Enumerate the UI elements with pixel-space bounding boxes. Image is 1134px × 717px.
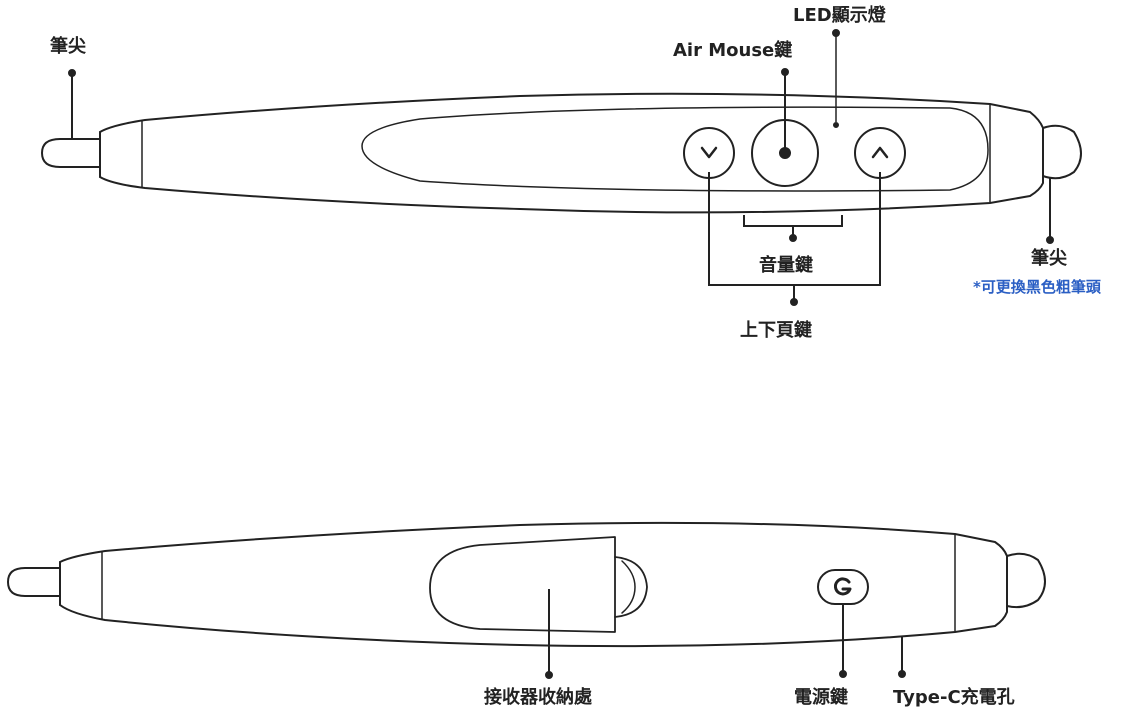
label-volume-keys: 音量鍵 [759,254,813,276]
label-led-light: LED顯示燈 [793,4,887,26]
top-leaders [68,29,1054,306]
label-tip-left-top: 筆尖 [50,35,86,57]
label-page-keys: 上下頁鍵 [740,319,812,341]
label-tip-note: *可更換黑色粗筆頭 [973,278,1102,296]
power-button[interactable] [817,569,869,605]
pen-bottom-view [7,521,1046,648]
air-mouse-dot-icon [779,147,791,159]
chevron-down-icon [700,146,718,159]
right-cap-bottom [1006,552,1046,609]
page-down-button[interactable] [683,127,735,179]
label-power-key: 電源鍵 [794,686,848,708]
power-icon [834,577,852,596]
led-indicator [833,122,839,128]
right-cap-top [1042,124,1082,180]
left-tip-bottom [7,567,61,597]
receiver-cover [429,536,616,633]
body-outline-bottom [59,521,1008,648]
label-tip-right-top: 筆尖 [1031,247,1067,269]
receiver-knob-inner [621,560,636,614]
pen-top-view [41,92,1082,214]
chevron-up-icon [871,146,889,159]
left-tip-top [41,138,101,168]
label-receiver-storage: 接收器收納處 [484,686,592,708]
receiver-knob [614,556,648,618]
body-outline-top [99,92,1044,214]
control-panel [361,106,989,192]
bottom-leaders [545,589,906,679]
label-typec-port: Type-C充電孔 [893,686,1015,708]
label-air-mouse-key: Air Mouse鍵 [673,39,792,61]
page-up-button[interactable] [854,127,906,179]
